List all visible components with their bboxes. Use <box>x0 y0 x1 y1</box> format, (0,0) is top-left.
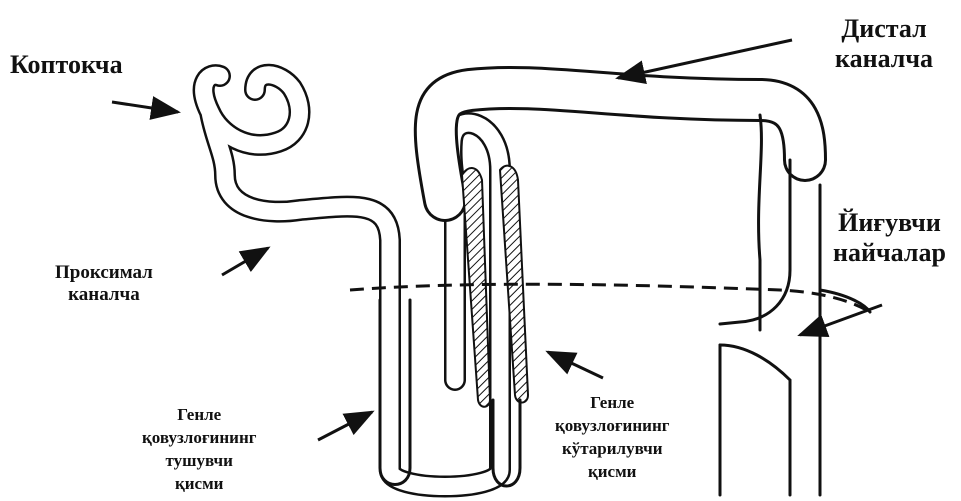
arrow-distal <box>618 40 792 78</box>
cortex-medulla-boundary <box>350 284 870 312</box>
label-descending-limb: Генле қовузлоғининг тушувчи қисми <box>142 404 256 496</box>
label-collecting-ducts: Йиғувчи найчалар <box>833 208 946 268</box>
label-proximal-tubule: Проксимал каналча <box>55 262 153 306</box>
arrow-ascending <box>548 352 603 378</box>
label-distal-tubule: Дистал каналча <box>835 14 933 74</box>
arrow-proximal <box>222 248 268 275</box>
arrow-collecting <box>800 305 882 335</box>
label-ascending-limb: Генле қовузлоғининг кўтарилувчи қисми <box>555 392 669 484</box>
arrow-descending <box>318 412 372 440</box>
arrow-glomerulus <box>112 102 178 112</box>
label-glomerulus: Коптокча <box>10 50 123 80</box>
